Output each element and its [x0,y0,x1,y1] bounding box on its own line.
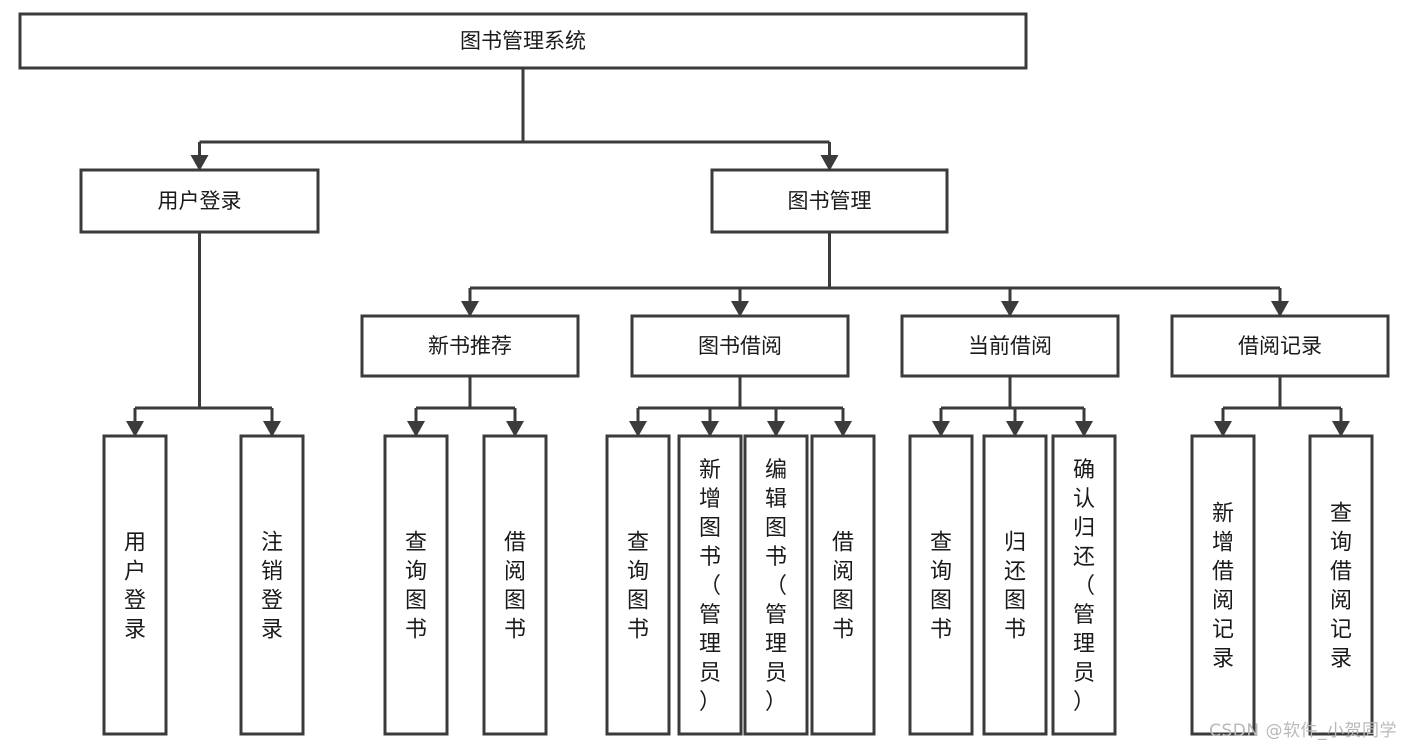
node-leaf-add-book[interactable]: 新增图书（管理员） [677,434,743,736]
node-leaf-query-record[interactable]: 查询借阅记录 [1308,434,1374,736]
node-leaf-return-book[interactable]: 归还图书 [982,434,1048,736]
node-leaf-confirm-return-label: 确认归还（管理员） [1073,458,1095,715]
node-leaf-add-book-label: 新增图书（管理员） [699,458,721,715]
node-current-borrow-box [900,314,1120,378]
node-book-manage-box [710,168,949,234]
node-leaf-add-record[interactable]: 新增借阅记录 [1190,434,1256,736]
node-leaf-query-book-3-box [908,434,974,736]
node-leaf-query-book-1-box [383,434,449,736]
node-new-book-recommend-box [360,314,580,378]
node-leaf-logout-label: 注销登录 [261,531,283,643]
node-leaf-query-book-2-label: 查询图书 [627,531,649,643]
node-leaf-return-book-box [982,434,1048,736]
node-leaf-user-login[interactable]: 用户登录 [102,434,168,736]
node-current-borrow[interactable]: 当前借阅 [900,314,1120,378]
node-current-borrow-label: 当前借阅 [968,334,1052,358]
node-leaf-logout-box [239,434,305,736]
node-leaf-borrow-book-2-label: 借阅图书 [832,531,854,643]
node-leaf-confirm-return[interactable]: 确认归还（管理员） [1051,434,1117,736]
node-leaf-borrow-book-2[interactable]: 借阅图书 [810,434,876,736]
node-leaf-query-record-label: 查询借阅记录 [1330,502,1352,672]
node-layer: 图书管理系统用户登录图书管理新书推荐图书借阅当前借阅借阅记录用户登录注销登录查询… [18,12,1390,736]
node-leaf-query-record-box [1308,434,1374,736]
node-borrow-record[interactable]: 借阅记录 [1170,314,1390,378]
node-new-book-recommend-label: 新书推荐 [428,334,512,358]
node-leaf-borrow-book-1-box [482,434,548,736]
node-root[interactable]: 图书管理系统 [18,12,1028,70]
node-borrow-record-label: 借阅记录 [1238,334,1322,358]
node-root-label: 图书管理系统 [460,29,586,53]
node-leaf-add-record-label: 新增借阅记录 [1212,502,1234,672]
node-user-login[interactable]: 用户登录 [79,168,320,234]
node-leaf-borrow-book-1[interactable]: 借阅图书 [482,434,548,736]
node-book-borrow[interactable]: 图书借阅 [630,314,850,378]
node-leaf-borrow-book-2-box [810,434,876,736]
node-leaf-logout[interactable]: 注销登录 [239,434,305,736]
node-leaf-query-book-3-label: 查询图书 [930,531,952,643]
node-leaf-user-login-label: 用户登录 [124,531,146,643]
node-leaf-edit-book-box [743,434,809,736]
node-user-login-label: 用户登录 [158,189,242,213]
node-new-book-recommend[interactable]: 新书推荐 [360,314,580,378]
node-root-box [18,12,1028,70]
node-book-borrow-label: 图书借阅 [698,334,782,358]
node-book-manage[interactable]: 图书管理 [710,168,949,234]
node-leaf-query-book-2-box [605,434,671,736]
node-book-manage-label: 图书管理 [788,189,872,213]
node-leaf-user-login-box [102,434,168,736]
node-leaf-edit-book[interactable]: 编辑图书（管理员） [743,434,809,736]
node-leaf-return-book-label: 归还图书 [1004,531,1026,643]
node-leaf-borrow-book-1-label: 借阅图书 [504,531,526,643]
edge-layer [126,68,1350,437]
node-leaf-query-book-1[interactable]: 查询图书 [383,434,449,736]
node-leaf-edit-book-label: 编辑图书（管理员） [765,458,787,715]
node-book-borrow-box [630,314,850,378]
node-leaf-confirm-return-box [1051,434,1117,736]
node-leaf-add-record-box [1190,434,1256,736]
node-leaf-add-book-box [677,434,743,736]
node-borrow-record-box [1170,314,1390,378]
node-leaf-query-book-3[interactable]: 查询图书 [908,434,974,736]
node-leaf-query-book-2[interactable]: 查询图书 [605,434,671,736]
node-leaf-query-book-1-label: 查询图书 [405,531,427,643]
node-user-login-box [79,168,320,234]
